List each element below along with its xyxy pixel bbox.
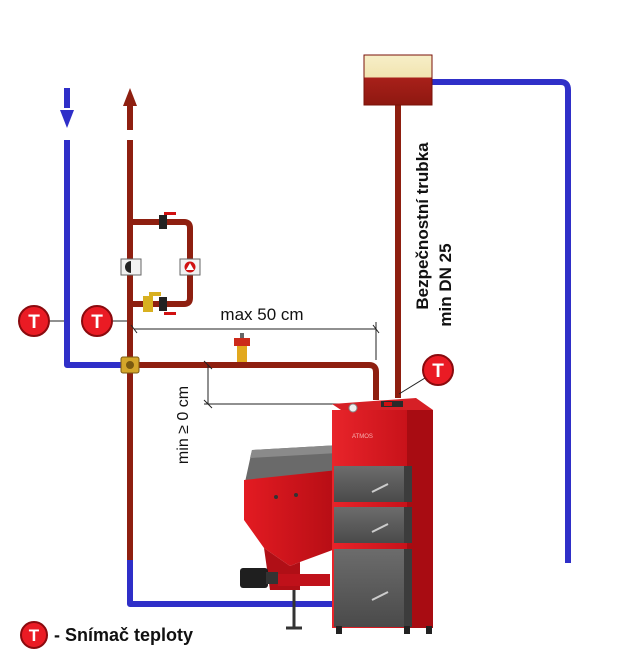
boiler: ATMOS [240,398,433,634]
mixing-valve-icon [120,356,140,374]
cold-supply-left [64,140,128,368]
sensor-symbol: T [28,312,40,333]
ball-valve-icon [143,292,161,312]
temperature-sensor-icon: T [81,305,127,337]
safety-pipe-label-line1: Bezpečnostní trubka [413,142,432,310]
legend-text: - Snímač teploty [54,625,193,645]
max-distance-label: max 50 cm [220,305,303,324]
min-height-dimension [203,360,392,409]
sensor-symbol: T [432,361,444,382]
temperature-sensor-icon: T [18,305,64,337]
main-horizontal [130,362,379,400]
expansion-tank [363,54,433,106]
max-distance-dimension [130,322,380,360]
safety-valve-icon [234,333,250,362]
hopper-body [244,470,338,566]
thermometer-dial [348,403,358,413]
middle-door [334,507,404,543]
min-height-label: min ≥ 0 cm [175,386,192,464]
check-valve-icon [159,212,176,315]
cold-water-pipes [64,79,571,607]
sensor-symbol: T [29,626,40,645]
safety-pipe-label-line2: min DN 25 [436,243,455,326]
pump-icon [120,258,201,276]
lower-door [334,549,404,627]
legend-sensor-icon: T [20,621,48,649]
cold-line-right [431,79,571,563]
svg-text:ATMOS: ATMOS [352,434,373,440]
arrow-down-icon [60,88,74,128]
sensor-symbol: T [91,312,103,333]
feeder-motor [240,568,268,588]
cold-return-bottom [127,560,336,607]
temperature-sensor-icon: T [398,354,454,395]
arrow-up-icon [123,88,137,130]
upper-door [334,466,404,502]
